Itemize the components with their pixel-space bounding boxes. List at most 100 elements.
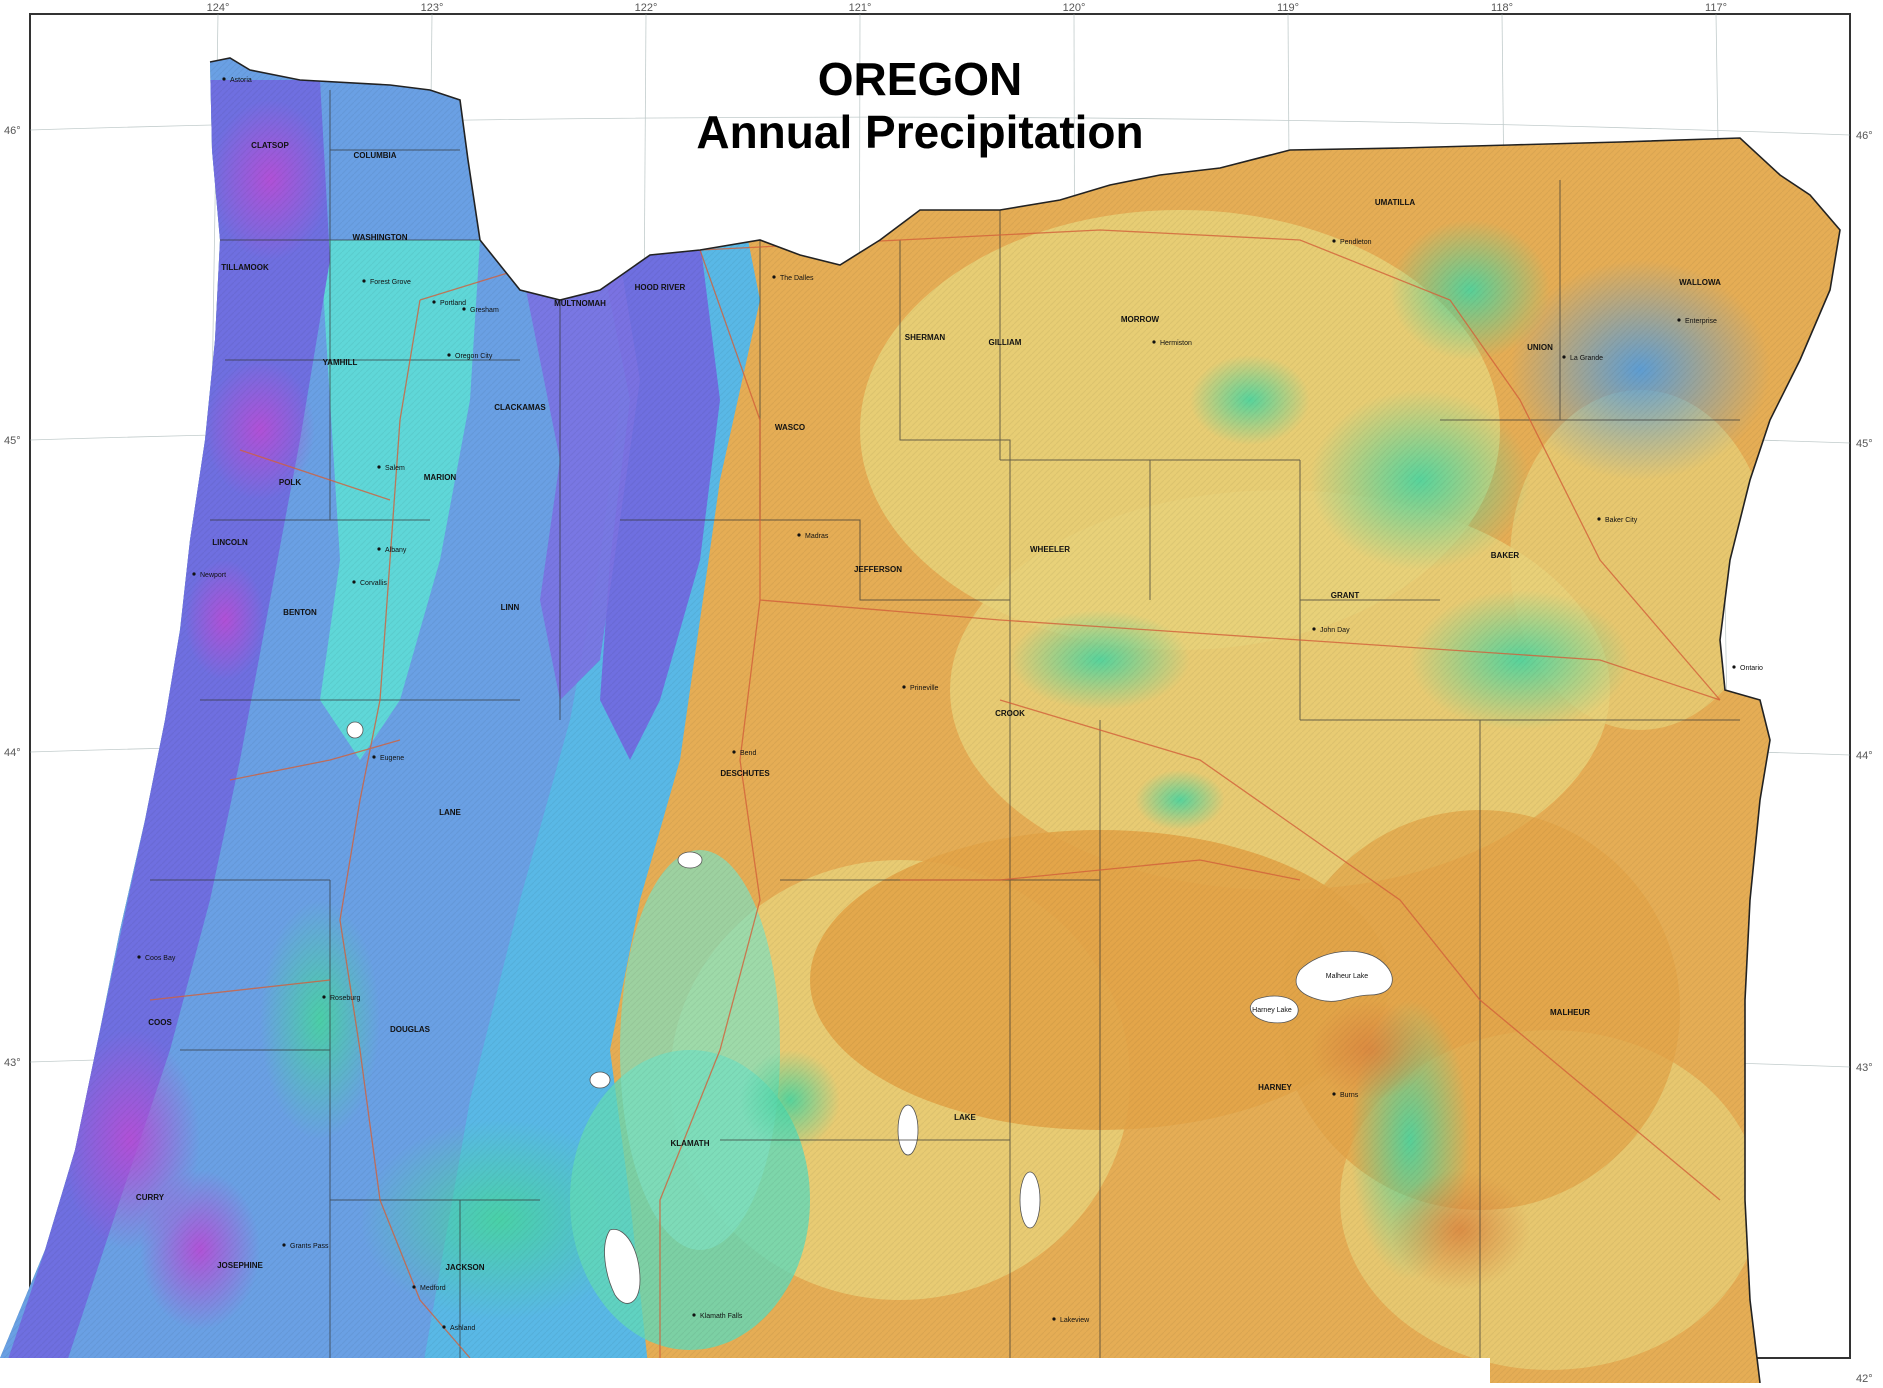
county-label-tillamook: TILLAMOOK (221, 263, 269, 272)
county-label-douglas: DOUGLAS (390, 1025, 431, 1034)
malheur-lake (1295, 950, 1393, 1002)
longitude-label: 117° (1705, 2, 1727, 14)
latitude-label-left: 43° (4, 1057, 21, 1069)
city-label-salem: Salem (385, 465, 405, 472)
county-label-yamhill: YAMHILL (323, 358, 358, 367)
city-dot (1597, 517, 1601, 521)
city-dot (1732, 665, 1736, 669)
city-label-gresham: Gresham (470, 307, 499, 314)
city-dot (222, 77, 226, 81)
county-label-josephine: JOSEPHINE (217, 1261, 263, 1270)
lake-label-harney-lake: Harney Lake (1252, 1007, 1292, 1014)
city-label-the-dalles: The Dalles (780, 275, 814, 282)
county-label-marion: MARION (424, 473, 457, 482)
county-label-klamath: KLAMATH (671, 1139, 710, 1148)
city-label-klamath-falls: Klamath Falls (700, 1313, 743, 1320)
county-label-lane: LANE (439, 808, 461, 817)
city-dot (692, 1313, 696, 1317)
city-label-pendleton: Pendleton (1340, 239, 1372, 246)
county-label-baker: BAKER (1491, 551, 1520, 560)
city-label-hermiston: Hermiston (1160, 340, 1192, 347)
county-label-sherman: SHERMAN (905, 333, 946, 342)
county-label-deschutes: DESCHUTES (720, 769, 770, 778)
city-label-portland: Portland (440, 300, 466, 307)
latitude-labels-right: 46°45°44°43°42° (1856, 130, 1873, 1385)
city-dot (442, 1325, 446, 1329)
city-dot (377, 547, 381, 551)
city-dot (1562, 355, 1566, 359)
city-dot (377, 465, 381, 469)
city-dot (1332, 1092, 1336, 1096)
city-label-albany: Albany (385, 547, 407, 554)
city-label-john-day: John Day (1320, 627, 1350, 634)
city-label-oregon-city: Oregon City (455, 353, 493, 360)
city-dot (372, 755, 376, 759)
county-label-polk: POLK (279, 478, 301, 487)
county-label-malheur: MALHEUR (1550, 1008, 1590, 1017)
city-dot (282, 1243, 286, 1247)
city-label-grants-pass: Grants Pass (290, 1243, 329, 1250)
county-label-harney: HARNEY (1258, 1083, 1292, 1092)
city-label-prineville: Prineville (910, 685, 939, 692)
city-label-la-grande: La Grande (1570, 355, 1603, 362)
county-label-grant: GRANT (1331, 591, 1360, 600)
city-label-bend: Bend (740, 750, 756, 757)
county-label-coos: COOS (148, 1018, 172, 1027)
map-title: OREGON (818, 53, 1022, 105)
summer-lake (897, 1104, 919, 1156)
city-dot (902, 685, 906, 689)
county-label-curry: CURRY (136, 1193, 165, 1202)
city-dot (797, 533, 801, 537)
lake-label-malheur-lake: Malheur Lake (1326, 973, 1369, 980)
county-label-wheeler: WHEELER (1030, 545, 1070, 554)
city-label-newport: Newport (200, 572, 226, 579)
city-dot (462, 307, 466, 311)
latitude-label-left: 45° (4, 435, 21, 447)
latitude-label-left: 46° (4, 125, 21, 137)
latitude-labels-left: 46° 45° 44° 43° (4, 125, 21, 1069)
city-label-roseburg: Roseburg (330, 995, 360, 1002)
county-label-wallowa: WALLOWA (1679, 278, 1721, 287)
county-label-lincoln: LINCOLN (212, 538, 248, 547)
longitude-label: 118° (1491, 2, 1513, 14)
city-dot (772, 275, 776, 279)
county-label-wasco: WASCO (775, 423, 805, 432)
city-label-madras: Madras (805, 533, 829, 540)
longitude-label: 123° (421, 2, 444, 14)
city-label-ontario: Ontario (1740, 665, 1763, 672)
county-label-umatilla: UMATILLA (1375, 198, 1416, 207)
city-label-astoria: Astoria (230, 77, 252, 84)
city-label-baker-city: Baker City (1605, 517, 1638, 524)
city-label-burns: Burns (1340, 1092, 1359, 1099)
city-label-corvallis: Corvallis (360, 580, 387, 587)
city-dot (192, 572, 196, 576)
latitude-label-right: 43° (1856, 1062, 1873, 1074)
city-dot (412, 1285, 416, 1289)
longitude-label: 119° (1277, 2, 1299, 14)
city-dot (447, 353, 451, 357)
county-labels: CLATSOPCOLUMBIAWASHINGTONTILLAMOOKMULTNO… (136, 141, 1721, 1272)
abert-lake (1019, 1171, 1041, 1229)
city-label-coos-bay: Coos Bay (145, 955, 176, 962)
county-label-columbia: COLUMBIA (353, 151, 396, 160)
bottom-margin (0, 1358, 1490, 1383)
city-dot (352, 580, 356, 584)
city-label-lakeview: Lakeview (1060, 1317, 1090, 1324)
county-label-lake: LAKE (954, 1113, 976, 1122)
highways (149, 229, 1721, 1359)
oregon-outline (209, 57, 1841, 1384)
latitude-label-left: 44° (4, 747, 21, 759)
county-label-union: UNION (1527, 343, 1553, 352)
city-dot (1052, 1317, 1056, 1321)
city-label-enterprise: Enterprise (1685, 318, 1717, 325)
county-borders (150, 90, 1740, 1358)
lakes (346, 721, 1393, 1304)
longitude-label: 120° (1063, 2, 1086, 14)
city-dot (1312, 627, 1316, 631)
city-dot (137, 955, 141, 959)
city-dot (432, 300, 436, 304)
latitude-label-right: 45° (1856, 438, 1873, 450)
